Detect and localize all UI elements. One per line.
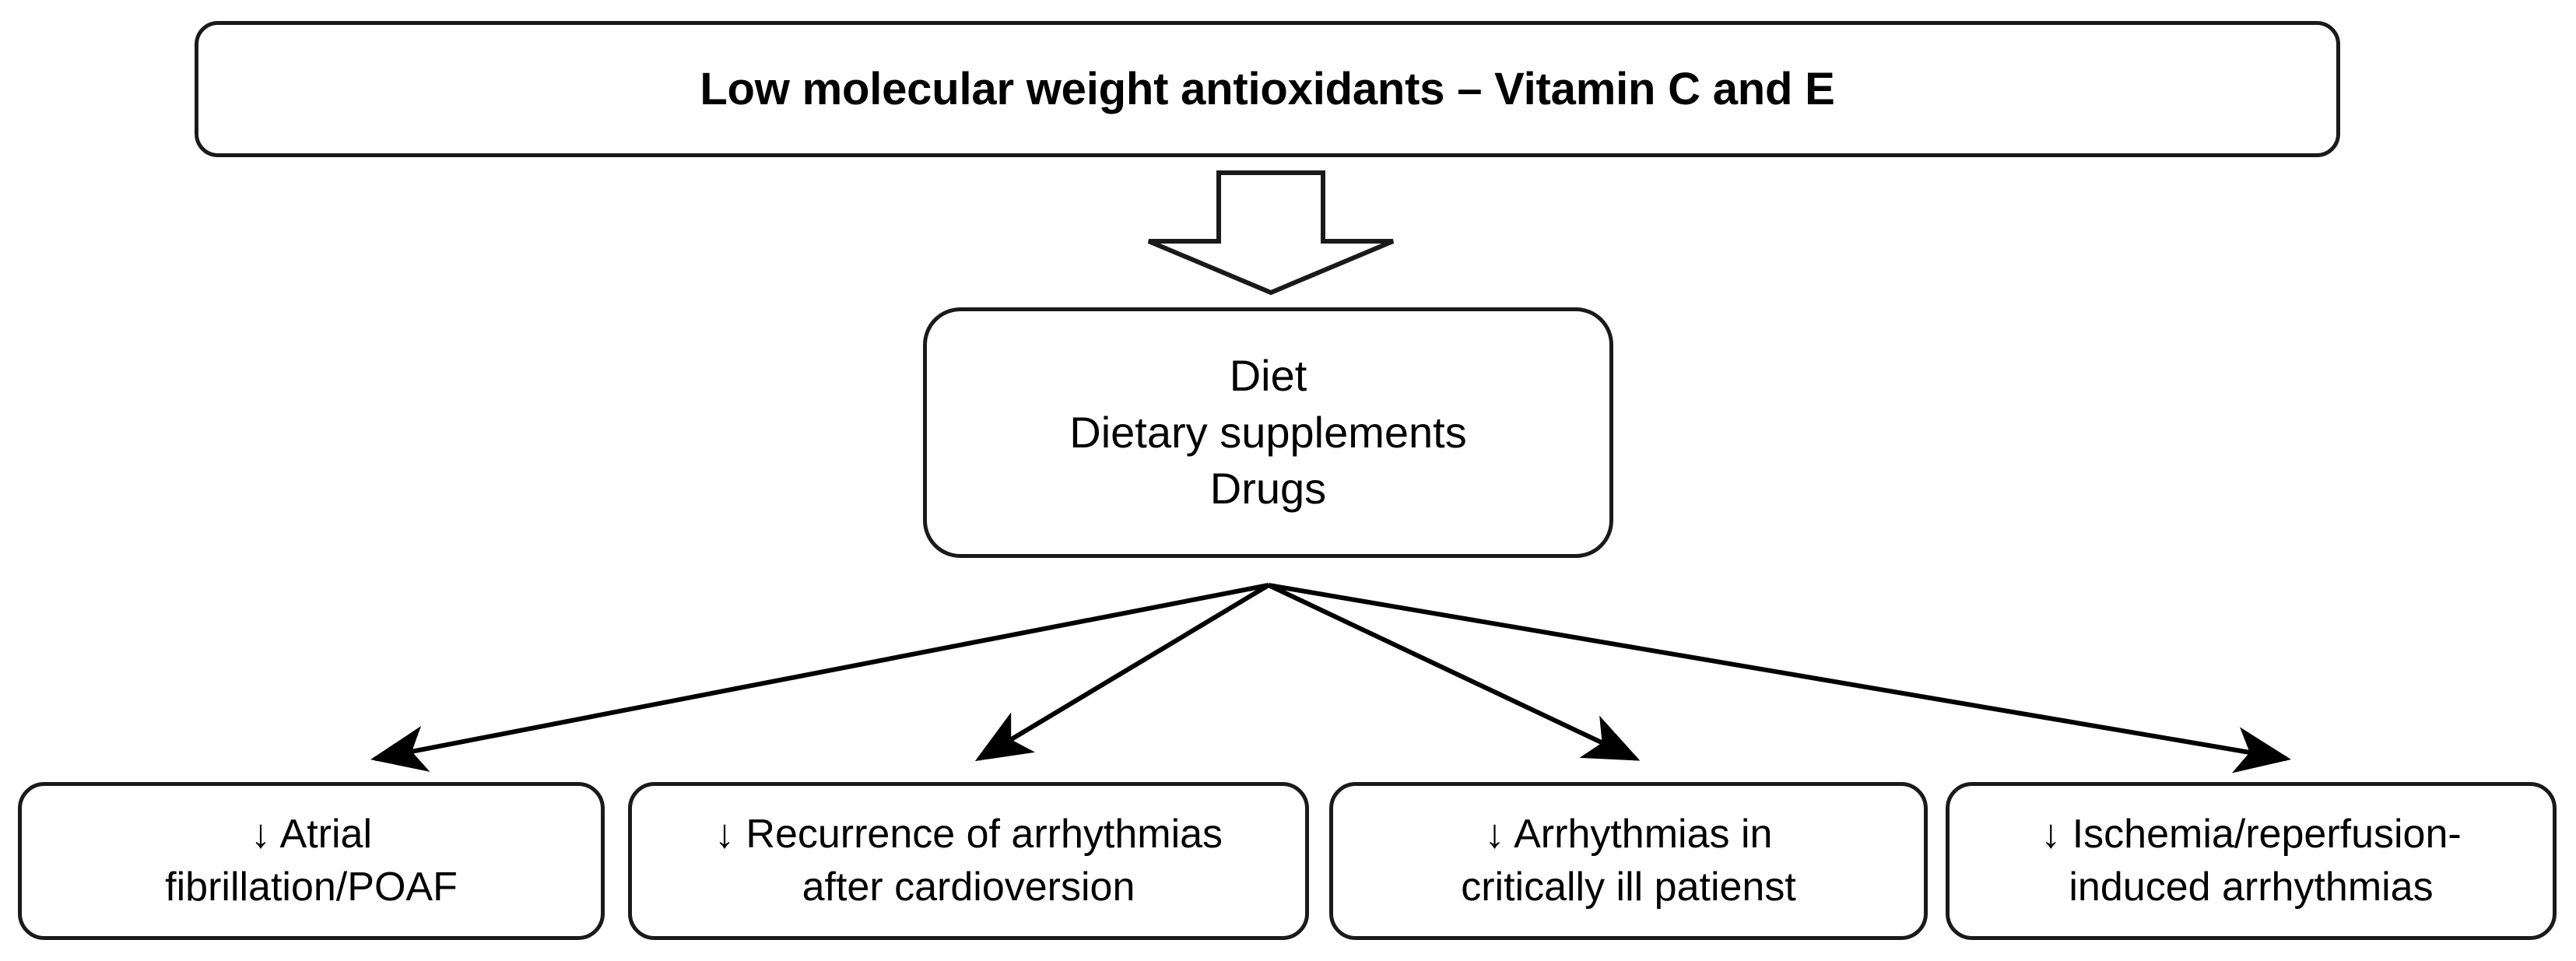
connector-to-outcome-0 bbox=[370, 583, 1269, 772]
intervention-line-drugs: Drugs bbox=[1209, 464, 1327, 514]
node-outcome-critically-ill-arrhythmias-text: ↓ Arrhythmias in critically ill patienst bbox=[1333, 808, 1924, 914]
connector-to-outcome-1 bbox=[974, 583, 1270, 762]
outcome-2-line-2: critically ill patienst bbox=[1461, 864, 1796, 910]
node-intervention-routes-text: Diet Dietary supplements Drugs bbox=[927, 348, 1609, 517]
block-arrow-down-icon bbox=[1147, 170, 1395, 296]
connector-to-outcome-2 bbox=[1267, 583, 1641, 761]
outcome-0-line-1: ↓ Atrial bbox=[250, 811, 373, 857]
outcome-2-line-1: ↓ Arrhythmias in bbox=[1484, 811, 1773, 857]
outcome-3-line-2: induced arrhythmias bbox=[2069, 864, 2434, 910]
node-outcome-recurrence-after-cardioversion-text: ↓ Recurrence of arrhythmias after cardio… bbox=[632, 808, 1305, 914]
node-outcome-atrial-fibrillation-text: ↓ Atrial fibrillation/POAF bbox=[22, 808, 601, 914]
intervention-line-diet: Diet bbox=[1229, 350, 1307, 400]
intervention-line-supplements: Dietary supplements bbox=[1069, 407, 1467, 457]
node-outcome-atrial-fibrillation: ↓ Atrial fibrillation/POAF bbox=[18, 782, 605, 940]
node-outcome-ischemia-reperfusion-arrhythmias-text: ↓ Ischemia/reperfusion- induced arrhythm… bbox=[1950, 808, 2553, 914]
node-intervention-routes: Diet Dietary supplements Drugs bbox=[923, 307, 1613, 558]
outcome-3-line-1: ↓ Ischemia/reperfusion- bbox=[2041, 811, 2462, 857]
outcome-1-line-1: ↓ Recurrence of arrhythmias bbox=[714, 811, 1223, 857]
node-antioxidants-title-label: Low molecular weight antioxidants – Vita… bbox=[700, 63, 1835, 114]
connector-to-outcome-3 bbox=[1268, 583, 2291, 773]
node-outcome-recurrence-after-cardioversion: ↓ Recurrence of arrhythmias after cardio… bbox=[628, 782, 1309, 940]
node-outcome-ischemia-reperfusion-arrhythmias: ↓ Ischemia/reperfusion- induced arrhythm… bbox=[1946, 782, 2557, 940]
outcome-0-line-2: fibrillation/POAF bbox=[165, 864, 458, 910]
node-antioxidants-title: Low molecular weight antioxidants – Vita… bbox=[195, 21, 2340, 157]
node-outcome-critically-ill-arrhythmias: ↓ Arrhythmias in critically ill patienst bbox=[1329, 782, 1928, 940]
outcome-1-line-2: after cardioversion bbox=[802, 864, 1135, 910]
